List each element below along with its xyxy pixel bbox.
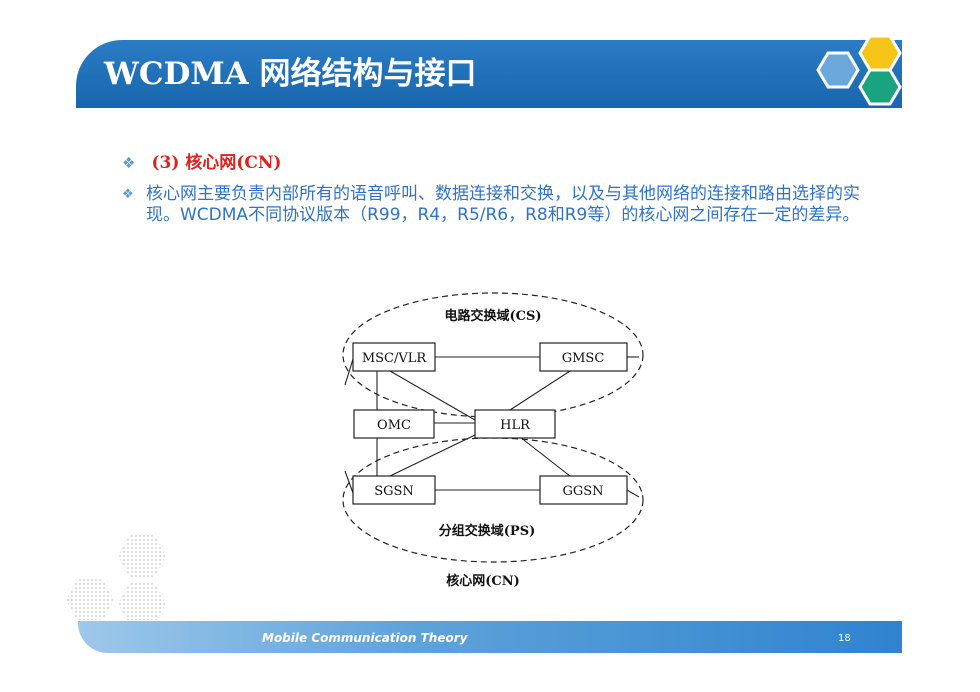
core-network-diagram: MSC/VLR GMSC OMC HLR SGSN GGSN 电路交换域(CS)… xyxy=(342,292,644,589)
ggsn-node xyxy=(539,475,628,505)
hex-blue-icon xyxy=(816,51,860,89)
msc-vlr-node xyxy=(352,342,436,372)
diamond-bullet-icon: ❖ xyxy=(122,187,134,202)
hex-teal-icon xyxy=(858,68,902,106)
footer-bar xyxy=(78,621,902,653)
bullet-heading: ❖ (3) 核心网(CN) xyxy=(122,150,281,176)
bullet-body: ❖ 核心网主要负责内部所有的语音呼叫、数据连接和交换，以及与其他网络的连接和路由… xyxy=(122,184,882,226)
gmsc-label: GMSC xyxy=(562,351,605,366)
sgsn-node xyxy=(352,475,436,505)
hex-yellow-icon xyxy=(858,34,902,72)
slide-title: WCDMA 网络结构与接口 xyxy=(104,56,477,92)
gmsc-node xyxy=(539,342,628,372)
title-banner xyxy=(76,40,902,108)
hexagon-logo-icon xyxy=(816,34,902,106)
sgsn-label: SGSN xyxy=(374,484,414,499)
bullet-heading-text: (3) 核心网(CN) xyxy=(151,153,282,173)
hlr-node xyxy=(474,409,556,439)
ps-domain-label: 分组交换域(PS) xyxy=(439,523,535,539)
hlr-label: HLR xyxy=(500,418,531,433)
ggsn-label: GGSN xyxy=(562,484,603,499)
bullet-body-text: 核心网主要负责内部所有的语音呼叫、数据连接和交换，以及与其他网络的连接和路由选择… xyxy=(146,184,860,225)
omc-node xyxy=(353,409,435,439)
diamond-bullet-icon: ❖ xyxy=(122,154,136,172)
footer-title: Mobile Communication Theory xyxy=(262,631,468,645)
msc-vlr-label: MSC/VLR xyxy=(362,351,428,366)
cs-domain-label: 电路交换域(CS) xyxy=(444,308,541,324)
omc-label: OMC xyxy=(377,418,411,433)
page-number: 18 xyxy=(838,633,851,644)
diagram-caption: 核心网(CN) xyxy=(446,573,520,589)
hexagon-decoration-icon xyxy=(66,534,166,620)
